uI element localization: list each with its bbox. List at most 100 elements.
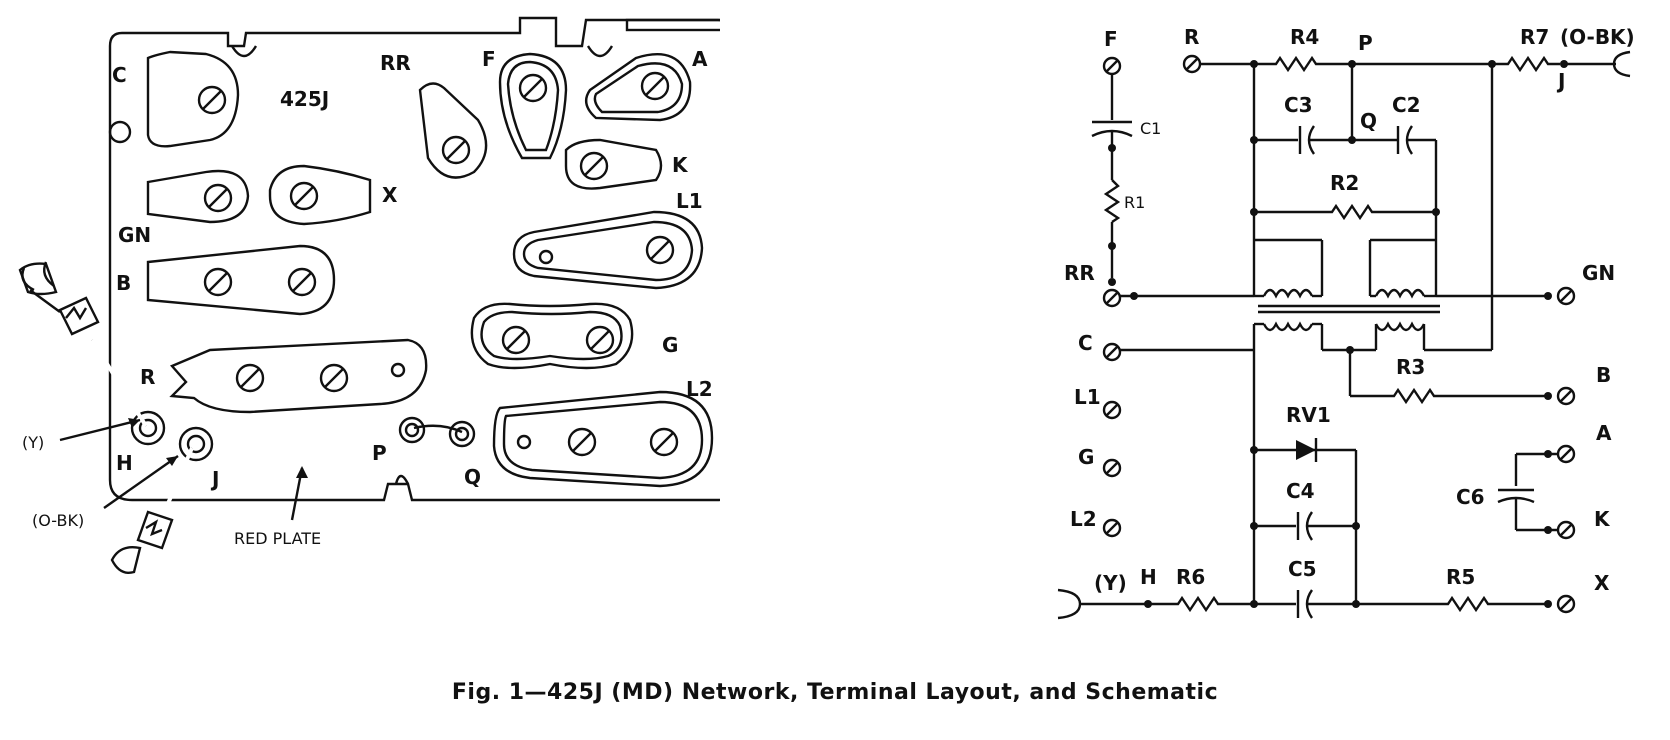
label-gn: GN [1582, 261, 1615, 285]
label-r3: R3 [1396, 355, 1425, 379]
terminal-x [1556, 594, 1576, 614]
label-k: K [672, 153, 689, 177]
terminal-k [1556, 520, 1576, 540]
label-c2: C2 [1392, 93, 1421, 117]
screw-icon [203, 183, 233, 213]
label-r: R [140, 365, 155, 389]
label-c4: C4 [1286, 479, 1315, 503]
terminal-lug-b [146, 244, 336, 316]
screw-icon [289, 181, 319, 211]
screw-icon [501, 325, 531, 355]
label-r1: R1 [1124, 193, 1145, 212]
label-k: K [1594, 507, 1611, 531]
label-y: (Y) [1094, 571, 1127, 595]
lead-connector-y [1057, 588, 1082, 620]
terminal-lug-c [146, 50, 240, 148]
label-b: B [116, 271, 131, 295]
label-gn: GN [118, 223, 151, 247]
screw-icon [197, 85, 227, 115]
label-h: H [116, 451, 133, 475]
label-rr: RR [1064, 261, 1095, 285]
label-o-bk: (O-BK) [1560, 25, 1635, 49]
lead-wire-o-bk [110, 447, 194, 574]
resistor-r1 [1103, 179, 1121, 223]
label-c1: C1 [1140, 119, 1161, 138]
screw-icon [579, 151, 609, 181]
resistor-r4 [1254, 55, 1352, 73]
label-r7: R7 [1520, 25, 1549, 49]
screw-icon [319, 363, 349, 393]
terminal-l1 [1102, 400, 1122, 420]
red-plate-label: RED PLATE [234, 529, 321, 548]
screw-icon [235, 363, 265, 393]
terminal-lug-l2 [492, 390, 714, 488]
screw-icon [441, 135, 471, 165]
pointer-arrow [59, 418, 141, 442]
label-c: C [1078, 331, 1093, 355]
terminal-j [178, 426, 214, 462]
resistor-r3 [1350, 387, 1548, 405]
plate-outline [108, 16, 720, 502]
label-f: F [1104, 27, 1118, 51]
label-a: A [1596, 421, 1612, 445]
screw-icon [649, 427, 679, 457]
terminal-lug-x [268, 164, 372, 226]
label-p: P [372, 441, 387, 465]
screw-icon [645, 235, 675, 265]
label-r: R [1184, 25, 1199, 49]
label-j: J [210, 467, 219, 491]
plate-tab [394, 474, 410, 485]
lead-wire-y [18, 261, 148, 428]
mounting-hole [108, 120, 132, 144]
transformer-primary-left [1262, 288, 1314, 299]
label-l1: L1 [676, 189, 703, 213]
terminal-lug-r [169, 338, 428, 414]
lead-label-o-bk: (O-BK) [32, 511, 84, 530]
label-q: Q [464, 465, 481, 489]
transformer-secondary-right [1374, 321, 1426, 332]
terminal-l2 [1102, 518, 1122, 538]
terminal-rr [1102, 288, 1122, 308]
label-f: F [482, 47, 496, 71]
terminal-hole [538, 249, 554, 265]
terminal-c [1102, 342, 1122, 362]
label-l2: L2 [686, 377, 713, 401]
label-h: H [1140, 565, 1157, 589]
transformer-secondary-left [1262, 321, 1314, 332]
resistor-r2 [1254, 203, 1436, 221]
terminal-p [398, 416, 426, 444]
terminal-q [448, 420, 476, 448]
terminal-lug-f [498, 52, 568, 160]
label-r4: R4 [1290, 25, 1319, 49]
lead-label-y: (Y) [22, 433, 44, 452]
label-c: C [112, 63, 127, 87]
resistor-r7 [1492, 55, 1560, 73]
label-r6: R6 [1176, 565, 1205, 589]
screw-icon [567, 427, 597, 457]
label-b: B [1596, 363, 1611, 387]
label-q: Q [1360, 109, 1377, 133]
label-c6: C6 [1456, 485, 1485, 509]
plate-tab [230, 45, 258, 58]
varistor-rv1 [1296, 440, 1316, 460]
label-g: G [662, 333, 678, 357]
terminal-lug-l1 [512, 210, 704, 290]
terminal-lug-k [564, 138, 663, 190]
terminal-gn [1556, 286, 1576, 306]
terminal-hole [516, 434, 532, 450]
screw-icon [203, 267, 233, 297]
resistor-r5 [1356, 595, 1548, 613]
screw-icon [585, 325, 615, 355]
lead-connector-o-bk [1612, 50, 1631, 78]
plate-notch [625, 18, 720, 32]
terminal-h [130, 410, 166, 446]
transformer-primary-right [1374, 288, 1426, 299]
terminal-b [1556, 386, 1576, 406]
label-j: J [1556, 69, 1565, 93]
terminal-g [1102, 458, 1122, 478]
label-l2: L2 [1070, 507, 1097, 531]
label-l1: L1 [1074, 385, 1101, 409]
plate-label: 425J [280, 87, 329, 111]
schematic: F C1 R1 R R4 P R7 (O-BK) J C3 Q C2 R2 [1057, 25, 1635, 620]
